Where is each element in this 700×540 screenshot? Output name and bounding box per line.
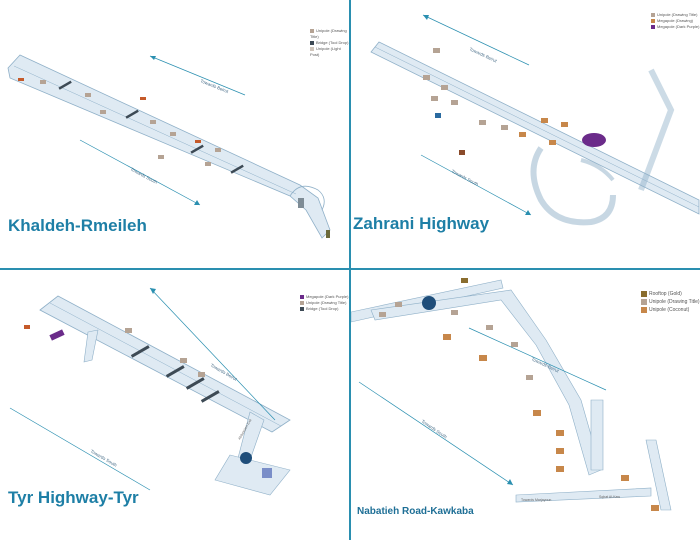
label-towards-beirut: Towards Beirut xyxy=(200,78,230,94)
unipole-markers xyxy=(423,48,508,130)
roundabout-marker xyxy=(240,452,252,464)
legend-zahrani: Unipole (Drawing Title) Megapole (Drawin… xyxy=(651,12,699,30)
unipole-markers xyxy=(379,302,533,380)
khaldeh-highway xyxy=(7,54,331,239)
arrow-towards-beirut xyxy=(149,55,246,96)
blue-marker xyxy=(435,113,441,118)
map-panel-khaldeh: Towards Beirut Towards South Unipole (Dr… xyxy=(0,0,349,268)
horizontal-divider xyxy=(0,268,700,270)
bridge-markers xyxy=(130,345,220,403)
end-unipole xyxy=(326,230,330,238)
blue-block-marker xyxy=(262,468,272,478)
khaldeh-map: Towards Beirut Towards South xyxy=(7,54,331,239)
orange-markers xyxy=(18,78,201,143)
end-marker xyxy=(298,198,304,208)
label-towards-south: Towards South xyxy=(130,166,159,185)
title-nabatieh: Nabatieh Road-Kawkaba xyxy=(357,506,474,517)
map-panel-nabatieh: Towards Beirut Towards South Towards Mar… xyxy=(351,270,700,540)
legend-nabatieh: Rooftop (Gold) Unipole (Drawing Title) U… xyxy=(641,290,700,314)
title-zahrani: Zahrani Highway xyxy=(353,214,490,233)
nabatieh-road xyxy=(351,279,672,511)
arrow-towards-beirut xyxy=(149,287,276,421)
orange-markers xyxy=(443,334,659,511)
megapole-marker xyxy=(49,329,65,341)
label-kawkaba: Sqhat Al-Kaw xyxy=(599,495,620,499)
map-panel-zahrani: Towards Beirut Towards South Unipole (Dr… xyxy=(351,0,700,268)
label-towards-south: Towards South xyxy=(451,168,480,187)
arrow-towards-south xyxy=(79,139,201,206)
arrow-towards-south xyxy=(420,154,532,216)
label-towards-marjayoun: Towards Marjayoun xyxy=(521,498,551,502)
label-towards-south: Towards South xyxy=(90,449,119,468)
tyr-map: Towards Beirut Towards South Abbassieh E… xyxy=(9,287,291,496)
label-towards-south: Towards South xyxy=(420,419,448,440)
tyr-highway xyxy=(39,295,291,496)
bridge-markers xyxy=(58,80,244,174)
map-panel-tyr: Towards Beirut Towards South Abbassieh E… xyxy=(0,270,349,540)
arrow-towards-beirut xyxy=(468,327,607,391)
legend-khaldeh: Unipole (Drawing Title) Bridge (Tool Dro… xyxy=(310,28,349,57)
zahrani-highway xyxy=(370,41,700,226)
arrow-towards-south xyxy=(358,381,514,486)
zahrani-map: Towards Beirut Towards South xyxy=(370,14,700,226)
rooftop-marker xyxy=(461,278,468,283)
rooftop-marker xyxy=(459,150,465,155)
arrow-towards-beirut xyxy=(422,14,530,66)
unipole-markers xyxy=(125,328,205,377)
arrow-towards-south xyxy=(9,407,151,491)
orange-markers xyxy=(519,118,568,145)
label-towards-beirut: Towards Beirut xyxy=(469,46,499,63)
title-khaldeh: Khaldeh-Rmeileh xyxy=(8,216,147,235)
megapole-marker xyxy=(582,133,606,147)
roundabout-marker xyxy=(422,296,436,310)
nabatieh-map: Towards Beirut Towards South Towards Mar… xyxy=(351,278,672,511)
legend-tyr: Megapole (Dark Purple) Unipole (Drawing … xyxy=(300,294,348,312)
vertical-divider xyxy=(349,0,351,540)
title-tyr: Tyr Highway-Tyr xyxy=(8,488,139,507)
orange-marker xyxy=(24,325,30,329)
unipole-markers xyxy=(40,80,221,166)
